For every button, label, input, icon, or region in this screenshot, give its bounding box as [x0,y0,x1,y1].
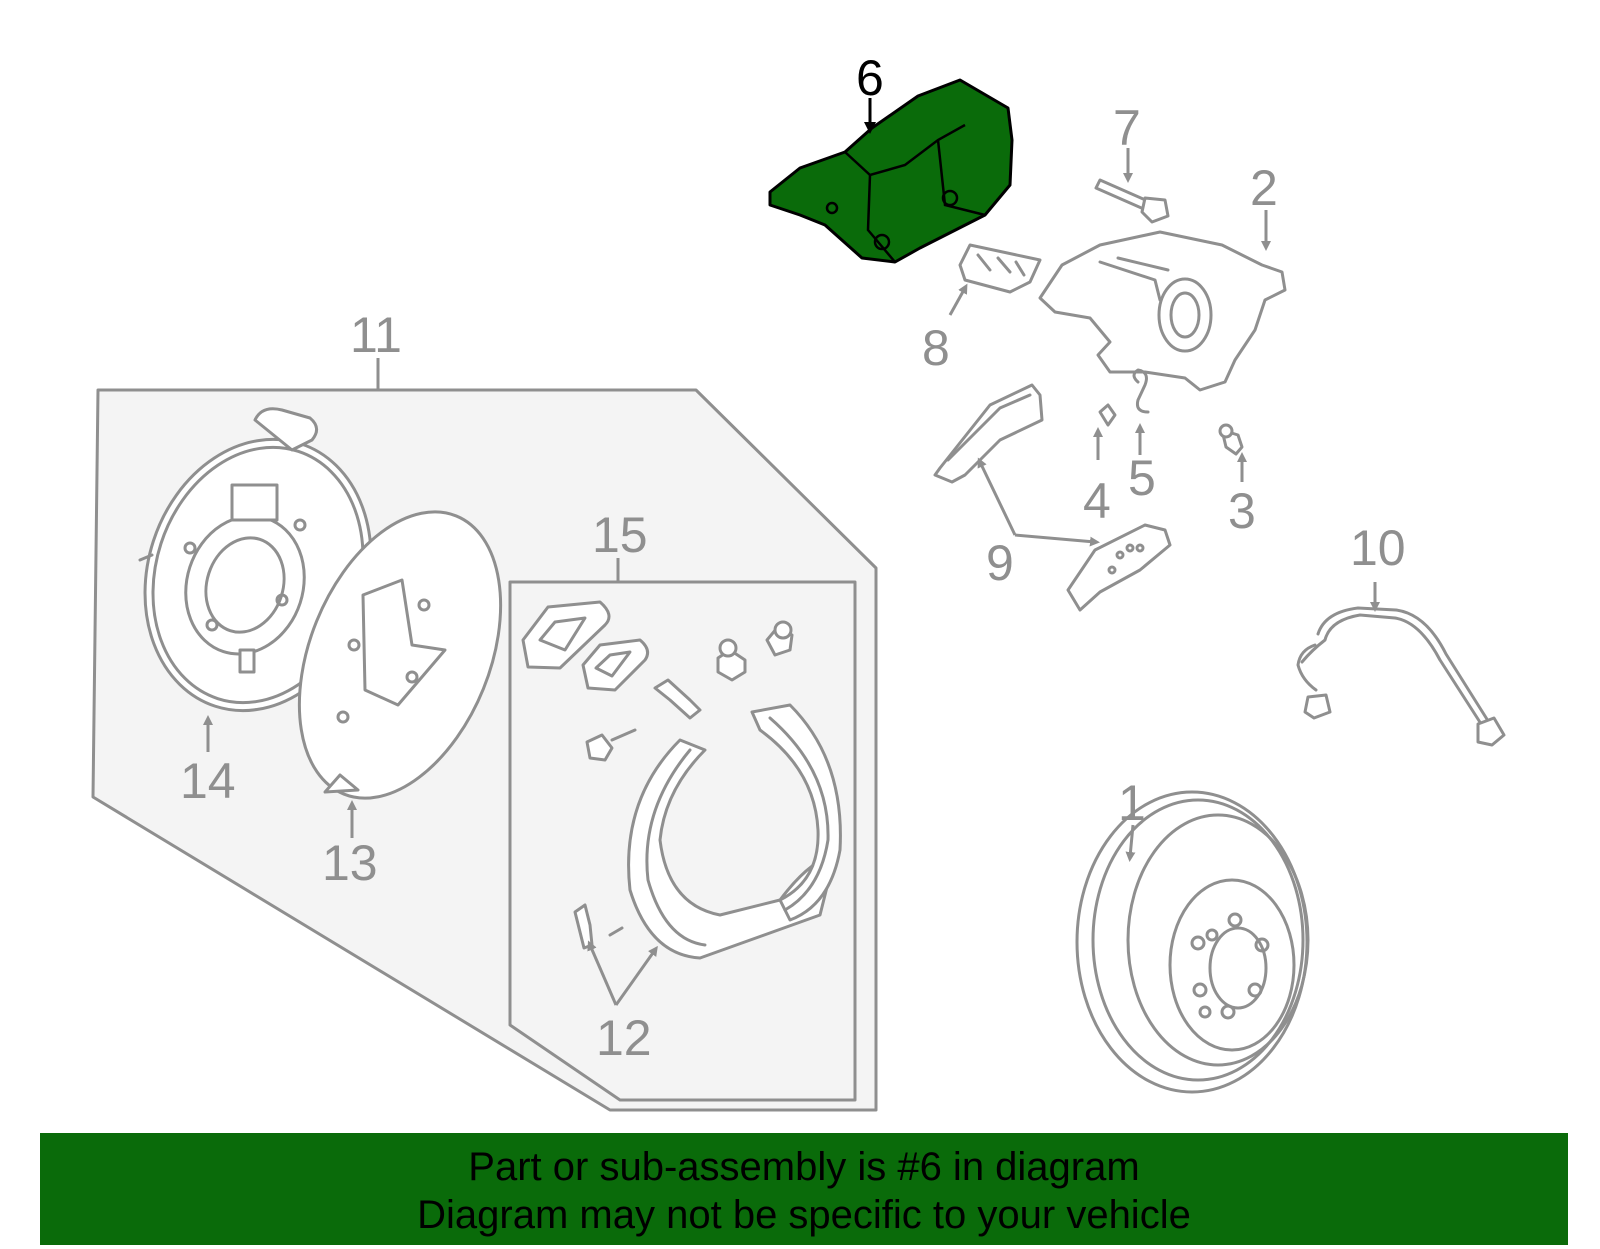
callout-12: 12 [596,1010,652,1066]
callout-11: 11 [350,307,402,363]
callout-15: 15 [592,507,648,563]
part-10-brake-hose [1296,606,1506,747]
callout-8: 8 [922,320,950,376]
callout-2: 2 [1250,160,1278,216]
leader-lines [203,98,1380,1006]
part-9-brake-pads [933,383,1172,612]
callout-1: 1 [1118,775,1146,831]
banner-line-1: Part or sub-assembly is #6 in diagram [468,1145,1140,1189]
callout-9: 9 [986,535,1014,591]
callout-labels: 6 7 2 8 3 4 5 9 10 1 11 15 14 13 12 [180,50,1406,1066]
callout-6: 6 [856,50,884,106]
callout-5: 5 [1128,450,1156,506]
info-banner: Part or sub-assembly is #6 in diagram Di… [40,1133,1568,1245]
part-6-caliper-highlighted [768,78,1014,264]
callout-14: 14 [180,753,236,809]
callout-3: 3 [1228,483,1256,539]
callout-7: 7 [1113,100,1141,156]
part-8-pad-clip [958,243,1042,294]
callout-4: 4 [1083,473,1111,529]
part-5-spring-clip [1132,368,1150,414]
callout-13: 13 [322,835,378,891]
part-15-hardware-items [521,600,794,762]
callout-10: 10 [1350,520,1406,576]
part-12-parking-brake-shoes [573,703,842,960]
banner-line-2: Diagram may not be specific to your vehi… [417,1193,1191,1237]
part-1-rotor [1075,790,1310,1094]
part-2-caliper-bracket [1038,230,1287,392]
part-4-fitting [1098,403,1117,427]
part-13-dust-shield [297,510,503,800]
part-7-bolt [1094,178,1170,224]
part-3-bleeder-screw [1218,423,1244,456]
